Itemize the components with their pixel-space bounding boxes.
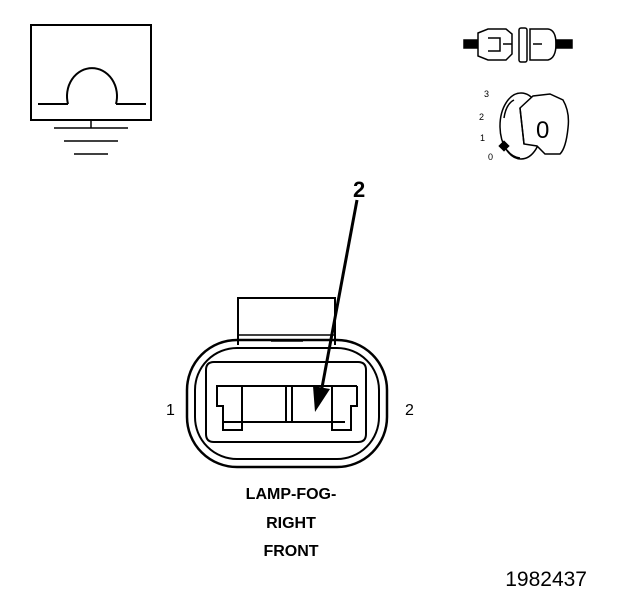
pin-label-2: 2 [405,402,414,419]
connector-name-line-3: FRONT [263,543,318,560]
ignition-key-icon: 3 2 1 0 0 [479,89,570,162]
key-position-3: 3 [484,89,489,99]
key-position-1: 1 [480,133,485,143]
connector-disconnect-icon [463,27,573,63]
terminal-cavity-1 [216,386,243,431]
connector-name-line-1: LAMP-FOG- [246,486,337,503]
callout-number: 2 [353,177,365,202]
connector-body [185,297,389,469]
connector-name-line-2: RIGHT [266,515,316,532]
callout-arrow [313,199,359,412]
key-cylinder-letter: 0 [536,117,549,144]
key-position-0: 0 [488,152,493,162]
ground-icon [54,127,128,155]
pin-label-1: 1 [166,402,175,419]
key-position-2: 2 [479,112,484,122]
figure-number: 1982437 [505,568,587,591]
ohmmeter-icon [30,24,152,128]
terminal-cavity-2 [331,386,358,431]
